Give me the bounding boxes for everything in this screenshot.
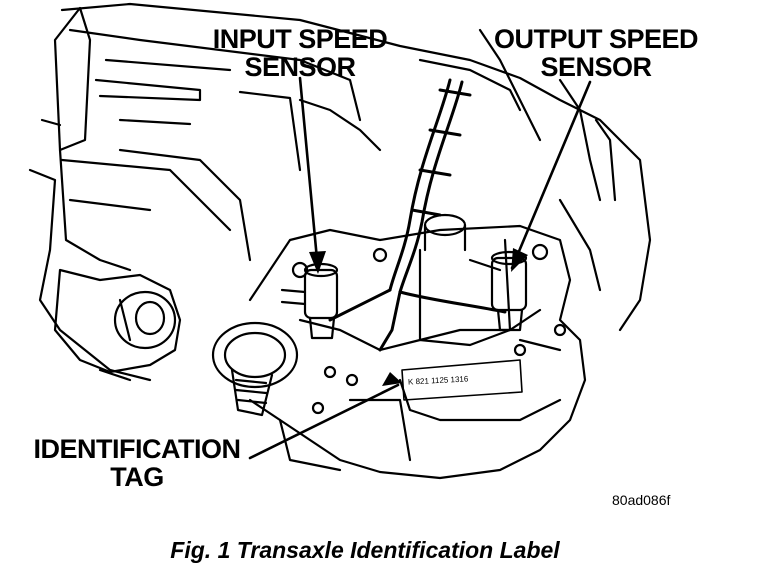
tag-label-line-2: TAG [110, 462, 164, 492]
output-label-line-1: OUTPUT SPEED [493, 24, 699, 54]
transaxle-case [248, 224, 587, 480]
leader-lines [248, 76, 592, 460]
reference-code: 80ad086f [612, 492, 671, 508]
output-label-line-2: SENSOR [540, 52, 652, 82]
input-label-line-1: INPUT SPEED [212, 24, 388, 54]
figure-caption: Fig. 1 Transaxle Identification Label [170, 537, 560, 563]
leader-arrowheads [309, 248, 528, 386]
upper-housing [28, 2, 652, 382]
wiring-harness [328, 78, 507, 352]
output-speed-sensor-label: OUTPUT SPEED SENSOR [478, 26, 714, 82]
axle-flange [211, 321, 299, 417]
input-speed-sensor-label: INPUT SPEED SENSOR [200, 26, 400, 82]
left-cover [53, 268, 182, 382]
output-sensor-arrowhead [511, 248, 528, 272]
tag-leader [248, 383, 400, 460]
tag-label-line-1: IDENTIFICATION [33, 434, 241, 464]
valve-body-tower [418, 213, 512, 347]
identification-tag-label: IDENTIFICATION TAG [24, 436, 250, 492]
input-sensor-leader [298, 76, 320, 272]
identification-tag [401, 359, 523, 401]
output-speed-sensor [490, 250, 528, 332]
tag-arrowhead [382, 372, 402, 386]
input-sensor-arrowhead [309, 251, 326, 274]
input-label-line-2: SENSOR [244, 52, 356, 82]
output-sensor-leader [510, 80, 592, 270]
